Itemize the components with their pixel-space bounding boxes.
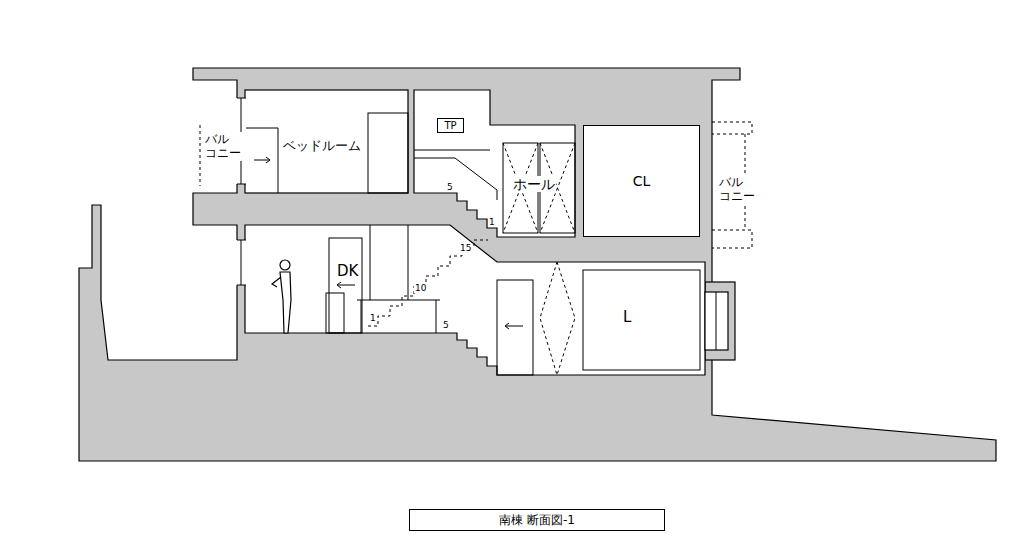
room-space [705,292,728,350]
hidden-line [200,122,752,375]
tag-box: TP [437,118,464,133]
stair-number: 1 [369,313,377,323]
box-text: CL [633,173,651,189]
hidden-line [712,122,752,134]
room-space [245,90,728,375]
stair-number: 5 [446,182,454,192]
furniture-line [497,190,498,200]
furniture-line [370,225,371,300]
hidden-line [540,262,575,375]
furniture-line [246,128,278,193]
furniture-line [505,323,509,329]
stair-number: 5 [442,320,450,330]
balcony-label: バル コニー [718,175,757,204]
hidden-line [368,240,488,326]
person-figure [280,272,291,333]
stair-number: 15 [459,243,472,253]
furniture-line [326,293,344,333]
furniture-line [436,300,437,333]
concrete-mass [79,68,996,461]
window-opening [236,240,247,285]
furniture-line [505,326,523,327]
furniture-line [361,300,362,333]
furniture-line [266,157,270,163]
window-frame [241,240,242,285]
furniture-line [246,113,700,375]
window-frame [237,98,716,350]
furniture-line [337,285,355,286]
furniture-line [414,150,490,151]
room-space [245,225,705,375]
furniture-line [414,158,497,190]
person-figure [272,260,291,333]
furniture-line [408,225,409,300]
hidden-line [712,230,752,248]
furniture-line [357,300,440,301]
person-figure [272,277,281,287]
closet-box: CL [583,125,700,237]
room-label: ベッドルーム [282,139,362,154]
room-space [245,90,408,193]
concrete-mass [79,68,996,461]
furniture-line [254,160,270,161]
furniture-line [329,238,362,333]
furniture-line [583,270,700,370]
box-text: TP [444,120,456,131]
person-figure [280,260,290,270]
box-text: 南棟 断面図-1 [499,512,575,529]
window-opening [236,98,247,285]
stair-number: 10 [414,283,427,293]
stair-number: 1 [488,217,496,227]
furniture-line [337,282,341,288]
balcony-label: バル コニー [204,132,243,161]
caption-box: 南棟 断面図-1 [409,509,665,531]
concrete-mass [705,282,735,360]
furniture-line [497,280,533,375]
room-space [414,90,575,237]
window-frame [716,292,717,350]
room-label: L [622,309,632,326]
room-label: DK [336,263,359,280]
hidden-line [200,125,201,186]
room-label: ホール [512,176,556,192]
furniture-line [368,113,408,193]
